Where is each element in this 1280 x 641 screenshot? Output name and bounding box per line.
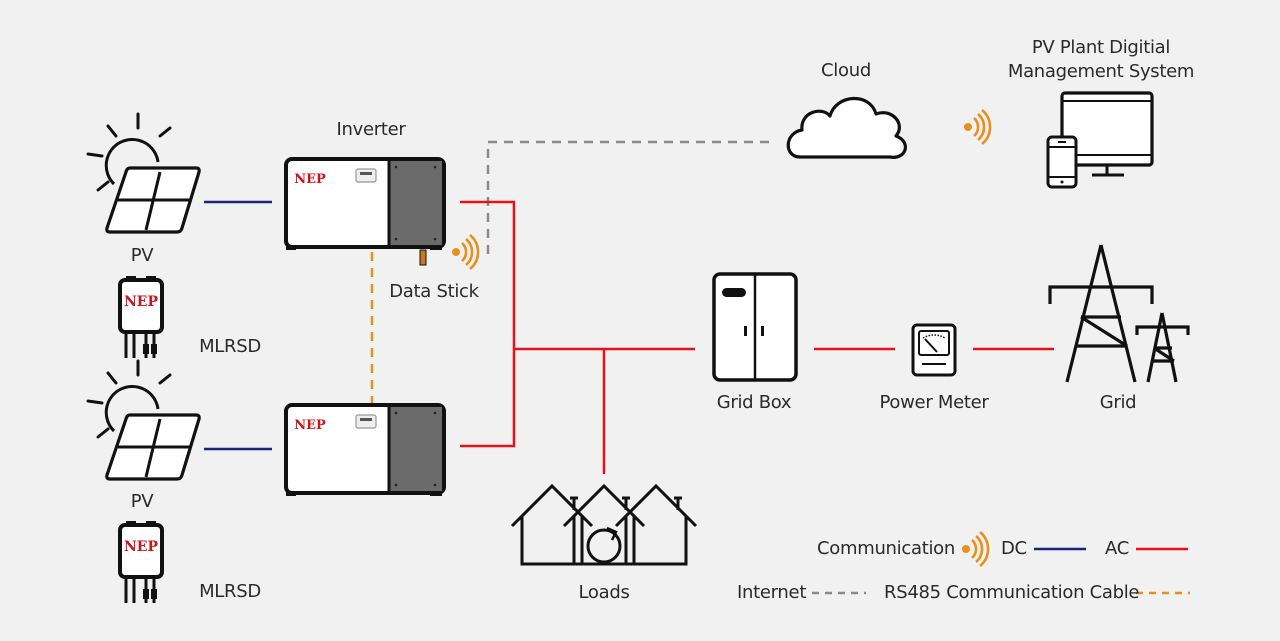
management-system-label-line2: Management System — [1007, 61, 1195, 82]
management-system-label-line1: PV Plant Digitial — [1031, 37, 1171, 58]
internet-link — [486, 140, 776, 254]
pv-label: PV — [130, 245, 154, 266]
data-stick-icon — [419, 249, 427, 266]
data-stick-label: Data Stick — [389, 281, 479, 302]
mlrsd-label: MLRSD — [199, 581, 261, 602]
grid-box-label: Grid Box — [716, 392, 792, 413]
inverter-logo: NEP — [294, 172, 326, 187]
mlrsd-logo: NEP — [124, 539, 158, 555]
cloud-label: Cloud — [821, 60, 871, 81]
inverter-label: Inverter — [336, 119, 406, 140]
pv-panel-icon — [86, 359, 201, 481]
legend-internet-label: Internet — [737, 582, 807, 603]
mlrsd-label: MLRSD — [199, 336, 261, 357]
communication-icon — [962, 108, 992, 146]
power-meter-label: Power Meter — [879, 392, 989, 413]
legend-ac-label: AC — [1105, 538, 1129, 559]
legend-dc-label: DC — [1001, 538, 1027, 559]
mlrsd-logo: NEP — [124, 294, 158, 310]
pv-panel-icon — [86, 112, 201, 234]
inverter-logo: NEP — [294, 418, 326, 433]
legend-rs485-label: RS485 Communication Cable — [884, 582, 1140, 603]
cloud-icon — [786, 96, 907, 159]
legend-communication-label: Communication — [817, 538, 955, 559]
grid-tower-icon — [1048, 244, 1190, 383]
inverter-icon: NEP — [284, 157, 446, 252]
inverter-icon: NEP — [284, 403, 446, 498]
mlrsd-icon: NEP — [118, 519, 164, 605]
grid-box-icon — [712, 272, 798, 382]
ac-link-inverter-1 — [460, 200, 516, 448]
pv-label: PV — [130, 491, 154, 512]
phone-icon — [1046, 135, 1078, 189]
mlrsd-icon: NEP — [118, 274, 164, 360]
legend-communication-icon — [960, 530, 990, 568]
loads-label: Loads — [578, 582, 630, 603]
communication-icon — [450, 233, 480, 271]
loads-icon — [510, 484, 698, 566]
power-meter-icon — [911, 323, 957, 377]
grid-label: Grid — [1099, 392, 1137, 413]
